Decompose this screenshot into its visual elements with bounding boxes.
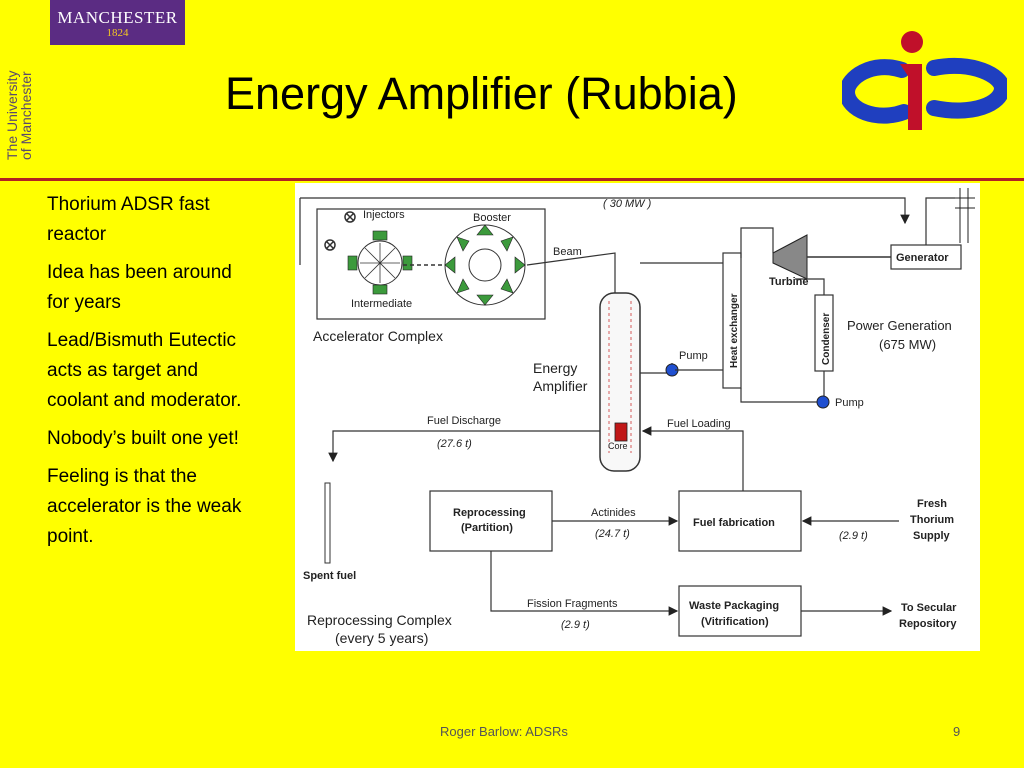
institute-logo-icon	[842, 31, 1007, 130]
heat-exchanger-label: Heat exchanger	[729, 293, 740, 368]
fission-fragments-label: Fission Fragments	[527, 598, 618, 610]
pump-label: Pump	[679, 350, 708, 362]
thorium-label: Thorium	[910, 514, 954, 526]
bullet-item: Feeling is that the accelerator is the w…	[47, 466, 242, 547]
beam-line	[526, 252, 616, 293]
logo-wordmark: MANCHESTER	[57, 8, 178, 27]
power-line	[925, 197, 955, 245]
supply-label: Supply	[913, 530, 951, 542]
accelerator-complex-label: Accelerator Complex	[313, 328, 443, 344]
header-divider	[0, 178, 1024, 181]
university-line-1: The University	[4, 70, 20, 160]
waste-packaging-label: Waste Packaging	[689, 600, 779, 612]
pump-icon-2	[816, 395, 830, 409]
energy-amplifier-diagram: ( 30 MW ) Accelerator Complex Injectors …	[295, 183, 980, 651]
condenser-label: Condenser	[821, 313, 832, 365]
thorium-mass: (2.9 t)	[839, 530, 868, 542]
fission-fragments-arrow	[490, 551, 679, 616]
manchester-logo: MANCHESTER 1824	[50, 0, 185, 45]
slide-title: Energy Amplifier (Rubbia)	[225, 68, 738, 119]
repository-label: Repository	[899, 618, 957, 630]
booster-ring-icon	[444, 224, 526, 306]
power-feed-label: ( 30 MW )	[603, 198, 652, 210]
reprocessing-label: Reprocessing	[453, 507, 526, 519]
energy-amplifier-label: Energy	[533, 360, 577, 376]
bullet-item: Nobody’s built one yet!	[47, 428, 239, 449]
actinides-label: Actinides	[591, 507, 636, 519]
fuel-fabrication-box	[678, 490, 802, 552]
energy-amplifier-label-2: Amplifier	[533, 378, 588, 394]
spent-fuel-label: Spent fuel	[303, 570, 356, 582]
generator-label: Generator	[896, 252, 949, 264]
bullet-list: Thorium ADSR fast reactor Idea has been …	[47, 190, 247, 560]
university-line-2: of Manchester	[18, 71, 34, 160]
injectors-label: Injectors	[363, 209, 405, 221]
reprocessing-partition-label: (Partition)	[461, 522, 513, 534]
bullet-item: Idea has been around for years	[47, 262, 232, 313]
reprocessing-complex-interval: (every 5 years)	[335, 630, 428, 646]
fuel-loading-arrow	[641, 426, 744, 491]
injector-icon	[324, 211, 356, 251]
fresh-label: Fresh	[917, 498, 947, 510]
generator-box	[890, 244, 962, 270]
pump-label-2: Pump	[835, 397, 864, 409]
university-name: The University of Manchester	[4, 40, 34, 160]
logo-year: 1824	[106, 27, 129, 39]
power-feed-line	[299, 197, 905, 265]
fuel-loading-label: Fuel Loading	[667, 418, 731, 430]
accelerator-complex-box	[316, 208, 546, 320]
fuel-fabrication-label: Fuel fabrication	[693, 517, 775, 529]
page-number: 9	[953, 724, 961, 739]
waste-packaging-box	[678, 585, 802, 637]
booster-label: Booster	[473, 212, 511, 224]
bullet-item: Lead/Bismuth Eutectic acts as target and…	[47, 330, 242, 411]
bullet-item: Thorium ADSR fast reactor	[47, 194, 210, 245]
fission-mass: (2.9 t)	[561, 619, 590, 631]
beam-label: Beam	[553, 246, 582, 258]
actinides-mass: (24.7 t)	[595, 528, 630, 540]
reprocessing-complex-label: Reprocessing Complex	[307, 612, 452, 628]
power-generation-output: (675 MW)	[879, 337, 936, 352]
intermediate-label: Intermediate	[351, 298, 412, 310]
turbine-label: Turbine	[769, 276, 809, 288]
fuel-discharge-arrow	[328, 430, 600, 463]
secular-label: To Secular	[901, 602, 957, 614]
core-label: Core	[608, 441, 628, 451]
reactor-core	[614, 422, 628, 442]
fuel-discharge-label: Fuel Discharge	[427, 415, 501, 427]
pylon-icon	[955, 188, 975, 243]
fuel-discharge-mass: (27.6 t)	[437, 438, 472, 450]
vitrification-label: (Vitrification)	[701, 616, 769, 628]
reprocessing-box	[429, 490, 553, 552]
heat-exchanger-box	[722, 252, 742, 389]
turbine-icon	[772, 234, 808, 280]
intermediate-ring-icon	[347, 230, 413, 295]
power-generation-label: Power Generation	[847, 318, 952, 333]
spent-fuel-rod	[324, 482, 331, 564]
footer-author: Roger Barlow: ADSRs	[440, 724, 568, 739]
reactor-vessel	[599, 292, 641, 472]
